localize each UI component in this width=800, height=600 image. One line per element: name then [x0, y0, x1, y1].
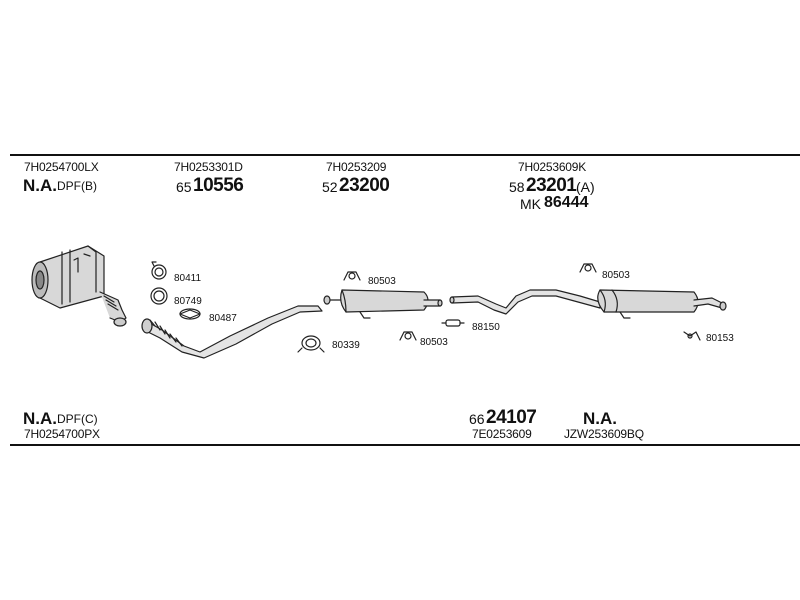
part-label: 88150: [472, 322, 500, 333]
dpf-filter-icon: [31, 245, 105, 309]
bottom-divider-line: [10, 444, 800, 446]
rear-silencer-icon: [597, 289, 727, 319]
variant-label: (A): [576, 179, 595, 195]
part-label: 80339: [332, 340, 360, 351]
hanger-80503-icon: [579, 263, 597, 273]
number-prefix: 58: [509, 179, 525, 195]
dpf-label: DPF(C): [57, 412, 98, 426]
part-code: JZW253609BQ: [564, 427, 644, 441]
number-prefix: 52: [322, 179, 338, 195]
front-pipe-icon: [141, 305, 323, 359]
part-number: 24107: [486, 407, 537, 428]
hanger-80503-icon: [399, 331, 417, 341]
part-code: 7H0253301D: [174, 160, 243, 174]
clamp-80487-icon: [179, 308, 201, 320]
front-flex-pipe-icon: [99, 291, 127, 327]
clamp-80411-icon: [151, 261, 167, 280]
part-number: 10556: [193, 175, 244, 196]
hanger-80153-icon: [683, 331, 701, 341]
clamp-80339-icon: [297, 335, 325, 353]
part-number: 23200: [339, 175, 390, 196]
number-prefix: 66: [469, 411, 485, 427]
clamp-88150-icon: [441, 319, 465, 327]
part-number: 23201: [526, 175, 577, 196]
part-code: 7H0254700PX: [24, 427, 100, 441]
mk-label: MK: [520, 196, 541, 212]
part-code: 7E0253609: [472, 427, 532, 441]
na-label: N.A.: [23, 409, 57, 428]
part-code: 7H0254700LX: [24, 160, 99, 174]
top-divider-line: [10, 154, 800, 156]
number-prefix: 65: [176, 179, 192, 195]
dpf-label: DPF(B): [57, 179, 97, 193]
na-label: N.A.: [583, 409, 617, 428]
part-code: 7H0253209: [326, 160, 387, 174]
part-label: 80503: [602, 270, 630, 281]
gasket-80749-icon: [150, 287, 168, 305]
part-label: 80503: [368, 276, 396, 287]
hanger-80503-icon: [343, 271, 361, 281]
intermediate-pipe-icon: [449, 289, 601, 315]
na-label: N.A.: [23, 176, 57, 195]
part-code: 7H0253609K: [518, 160, 587, 174]
part-label: 80411: [174, 273, 202, 284]
part-label: 80487: [209, 313, 237, 324]
part-label: 80503: [420, 337, 448, 348]
mk-number: 86444: [544, 194, 589, 211]
part-label: 80153: [706, 333, 734, 344]
middle-silencer-icon: [323, 289, 443, 319]
part-label: 80749: [174, 296, 202, 307]
